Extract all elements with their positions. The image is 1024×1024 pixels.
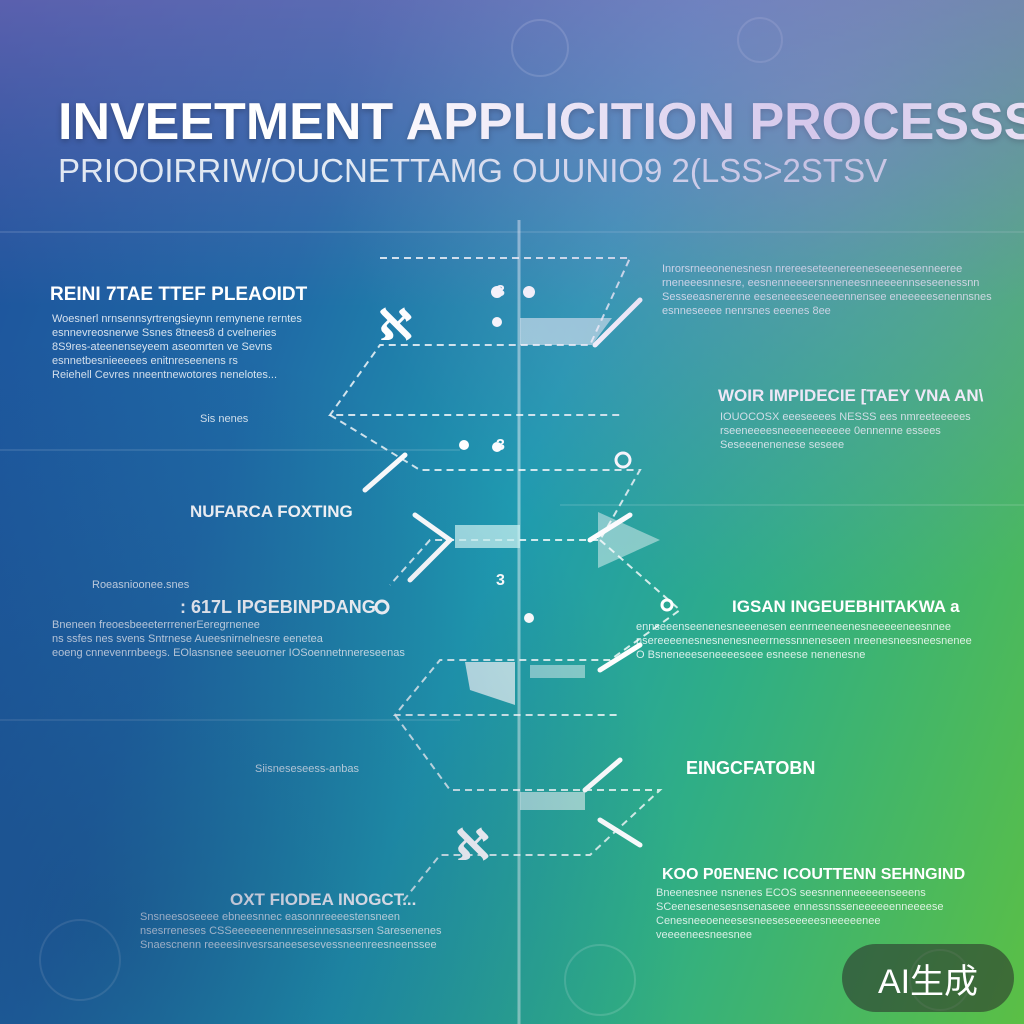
left-step-heading: REINI 7TAE TTEF PLEAOIDT: [50, 284, 308, 305]
left-step-body: Snsneesoseeee ebneesnnec easonnreeeesten…: [140, 910, 441, 952]
right-step-body: Inrorsrneeonenesnesn nrereeseteenereenes…: [662, 262, 992, 318]
node-dot: [524, 613, 534, 623]
body-line: SCeenesenesesnsenaseee ennessnsseneeeeee…: [656, 901, 944, 913]
body-line: O Bsneneeeseneeeeseee esneese nenenesne: [636, 649, 866, 661]
body-line: Snsneesoseeee ebneesnnec easonnreeeesten…: [140, 911, 400, 923]
chevron-arrow: [587, 512, 633, 543]
zigzag-segment: [329, 414, 642, 586]
decorative-circle: [737, 17, 783, 63]
step-panels: [455, 318, 660, 810]
node-dot: [459, 440, 469, 450]
body-line: Woesnerl nrnsennsyrtrengsieynn remynene …: [52, 313, 302, 325]
body-line: rneneeesnnesre, eesnenneeeersnneneesnnee…: [662, 277, 980, 289]
left-step-heading: OXT FIODEA INOGCT...: [230, 890, 417, 909]
body-line: Sesseeasnerenne eeseneeeseeneeennensee e…: [662, 291, 992, 303]
page-subtitle: PRIOOIRRIW/OUCNETTAMG OUUNIO9 2(LSS>2STS…: [58, 152, 888, 189]
left-step-body: Woesnerl nrnsennsyrtrengsieynn remynene …: [52, 312, 302, 382]
left-step-heading: NUFARCA FOXTING: [190, 502, 353, 521]
body-line: Snaescnenn reeeesinvesrsaneesesevessneen…: [140, 939, 437, 951]
node-dot: [491, 286, 503, 298]
decorative-circle: [564, 944, 636, 1016]
node-ring: [614, 451, 632, 469]
knot-icon: ℵ: [455, 821, 490, 870]
step-panel: [598, 512, 660, 568]
left-step-heading: : 617L IPGEBINPDANG: [180, 597, 376, 617]
guide-lines: [0, 231, 1024, 721]
body-line: Bneneen freoesbeeeterrrenerEeregrnenee: [52, 619, 260, 631]
body-line: Reiehell Cevres nneentnewotores nenelote…: [52, 369, 278, 381]
step-number: 3: [496, 283, 505, 300]
body-line: Cenesneeoeneesesneeseseeeeesneeeeenee: [656, 915, 881, 927]
node-dot: [492, 317, 502, 327]
body-line: ennseeenseenenesneeenesen eenrneeneenesn…: [636, 621, 952, 633]
chevron-arrow: [592, 297, 643, 348]
decorative-circle: [39, 919, 121, 1001]
zigzag-segment: [392, 539, 682, 716]
left-step-body: Bneneen freoesbeeeterrrenerEeregrnenee n…: [52, 618, 405, 660]
body-line: ns ssfes nes svens Sntrnese Aueesnirneln…: [52, 633, 323, 645]
chevron-arrow: [362, 452, 408, 493]
zigzag-segment: [394, 714, 663, 906]
body-line: esnnetbesnieeeees enitnreseenens rs: [52, 355, 238, 367]
step-panel: [520, 792, 585, 810]
zigzag-segment: [328, 257, 632, 416]
body-line: 8S9res-ateenenseyeem aseomrten ve Sevns: [52, 341, 273, 353]
node-dots: [459, 286, 535, 623]
chevron-arrow: [582, 757, 623, 793]
ai-generated-badge: AI生成: [842, 944, 1014, 1012]
zigzag-paths: [328, 257, 682, 906]
chevron-arrows: [362, 297, 643, 848]
node-dot: [492, 442, 502, 452]
body-line: nsereeeenesnesnenesneerrnessnneneseen nr…: [636, 635, 972, 647]
right-step-body: IOUOCOSX eeeseeees NESSS ees nmreeteeeee…: [720, 410, 971, 452]
body-line: IOUOCOSX eeeseeees NESSS ees nmreeteeeee…: [720, 411, 971, 423]
chevron-arrow: [597, 817, 643, 848]
left-step-caption: Siisneseseess-anbas: [255, 763, 359, 775]
node-rings: [374, 451, 674, 615]
knot-icon: ℵ: [378, 301, 413, 350]
body-line: nsesrreneses CSSeeeeeenennreseinnesasrse…: [140, 925, 442, 937]
step-panel: [455, 525, 520, 548]
step-panel: [530, 665, 585, 678]
body-line: Bneenesnee nsnenes ECOS seesnnenneeeeens…: [656, 887, 926, 899]
body-line: Seseeenenenese seseee: [720, 439, 845, 451]
page-title: INVEETMENT APPLICITION PROCESSS: [58, 93, 1024, 151]
right-step-heading: WOIR IMPIDECIE [TAEY VNA AN\: [718, 386, 984, 405]
step-panel: [520, 318, 612, 345]
node-ring: [374, 599, 390, 615]
left-step-caption: Sis nenes: [200, 413, 249, 425]
body-line: Inrorsrneeonenesnesn nrereeseteenereenes…: [662, 263, 963, 275]
right-step-body: ennseeenseenenesneeenesen eenrneeneenesn…: [636, 620, 972, 662]
left-step-caption: Roeasnioonee.snes: [92, 579, 190, 591]
decorative-circle: [511, 19, 569, 77]
step-number: 3: [496, 437, 505, 454]
step-panel: [465, 662, 515, 705]
step-number: 3: [496, 572, 505, 589]
chevron-arrow: [597, 642, 643, 673]
body-line: eoeng cnnevenrnbeegs. EOlasnsnee seeuorn…: [52, 647, 405, 659]
body-line: veeeeneesneesnee: [656, 929, 753, 941]
right-step-body: Bneenesnee nsnenes ECOS seesnnenneeeeens…: [656, 886, 943, 942]
right-step-heading: KOO P0ENENC ICOUTTENN SEHNGIND: [662, 866, 966, 883]
body-line: esnnevreosnerwe Ssnes 8tnees8 d cvelneri…: [52, 327, 277, 339]
node-ring: [660, 598, 674, 612]
body-line: rseeneeeesneeeeneeeeee 0ennenne essees: [720, 425, 941, 437]
chevron-arrow: [407, 512, 454, 583]
right-step-heading: EINGCFATOBN: [686, 758, 816, 778]
body-line: esnneseeee nenrsnes eeenes 8ee: [662, 305, 831, 317]
node-dot: [523, 286, 535, 298]
right-step-heading: IGSAN INGEUEBHITAKWA a: [732, 597, 960, 616]
